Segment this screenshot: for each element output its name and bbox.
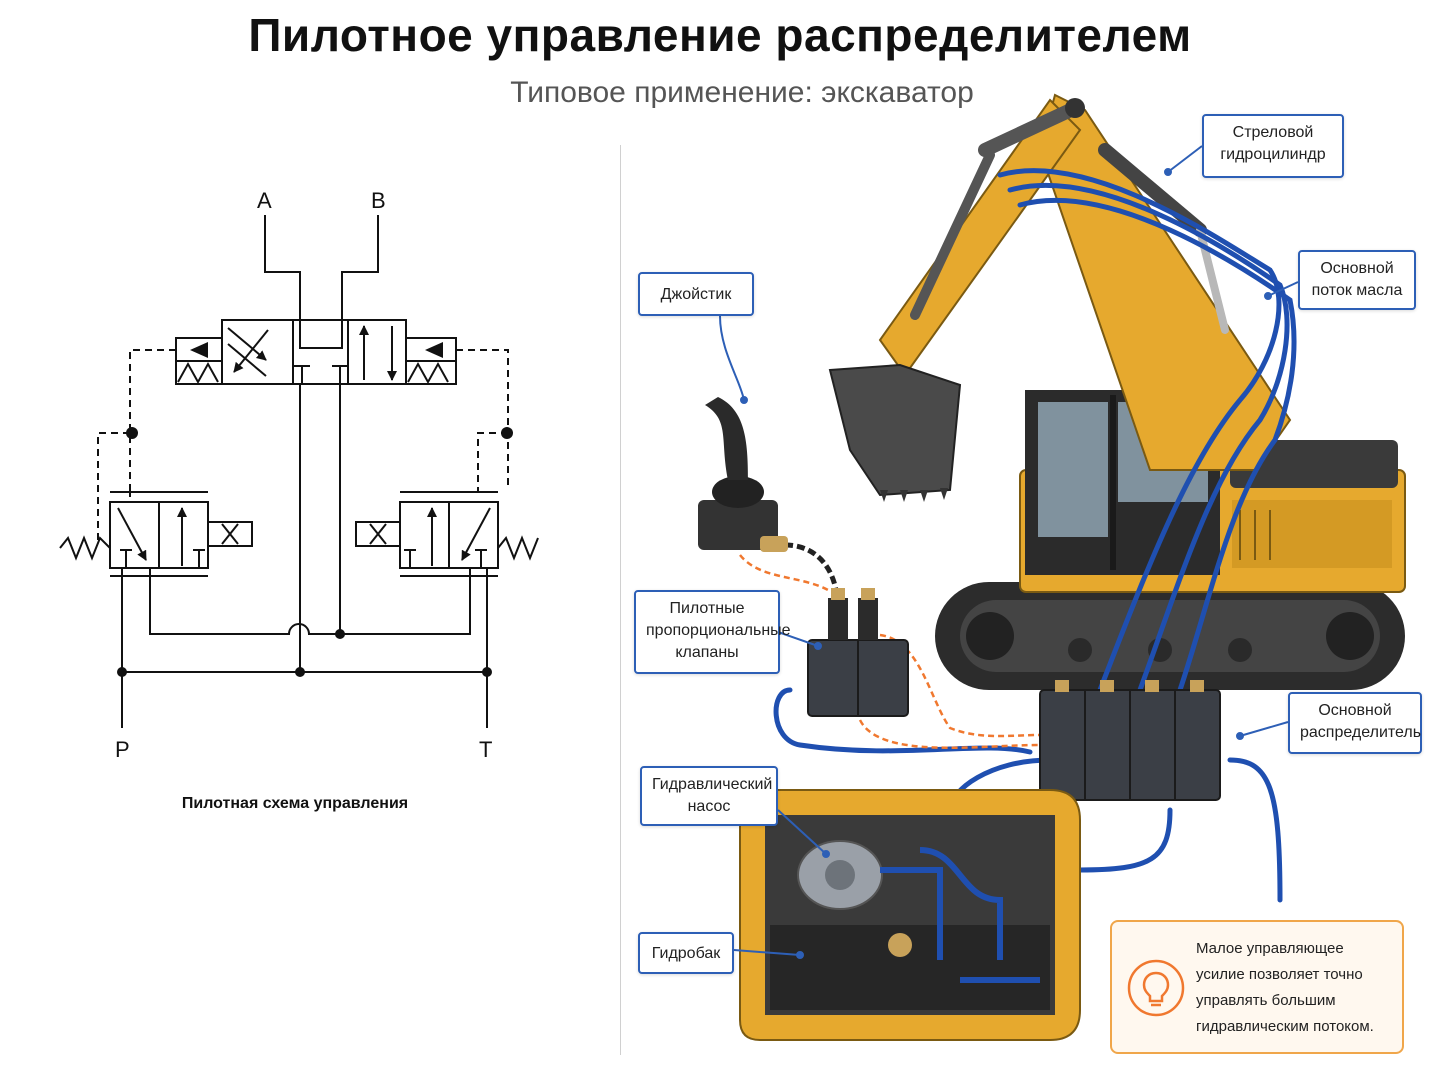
page-subtitle: Типовое применение: экскаватор [510, 76, 974, 109]
power-unit-illustration [739, 789, 1081, 1041]
joystick-illustration [698, 397, 788, 552]
page-title: Пилотное управление распределителем [248, 9, 1192, 61]
line-a [264, 215, 301, 320]
lightbulb-icon [1127, 959, 1185, 1017]
callout-joystick: Джойстик [638, 272, 754, 316]
callout-pilot-valves: Пилотные пропорциональные клапаны [634, 590, 791, 674]
callout-pump: Гидравлический насос [640, 766, 778, 826]
line-b [341, 215, 379, 320]
main-valve-illustration [1039, 680, 1221, 801]
callout-main-valve: Основной распределитель [1288, 692, 1422, 754]
excavator-bucket [828, 363, 962, 502]
callout-main-flow: Основной поток масла [1298, 250, 1416, 310]
callout-boom-cylinder: Стреловой гидроцилиндр [1202, 114, 1344, 178]
port-label-t: T [479, 737, 492, 762]
schematic-caption: Пилотная схема управления [182, 795, 408, 812]
callout-tank: Гидробак [638, 932, 734, 974]
tip-box: Малое управляющее усилие позволяет точно… [1110, 920, 1404, 1054]
port-label-b: B [371, 188, 386, 213]
port-label-p: P [115, 737, 130, 762]
divider [620, 145, 621, 1055]
track-assembly [935, 582, 1405, 690]
pilot-control-schematic: A B P T Пилотная схема управления [59, 188, 539, 812]
pilot-valves-illustration [807, 588, 909, 717]
tip-text: Малое управляющее усилие позволяет точно… [1196, 940, 1374, 1035]
port-label-a: A [257, 188, 272, 213]
